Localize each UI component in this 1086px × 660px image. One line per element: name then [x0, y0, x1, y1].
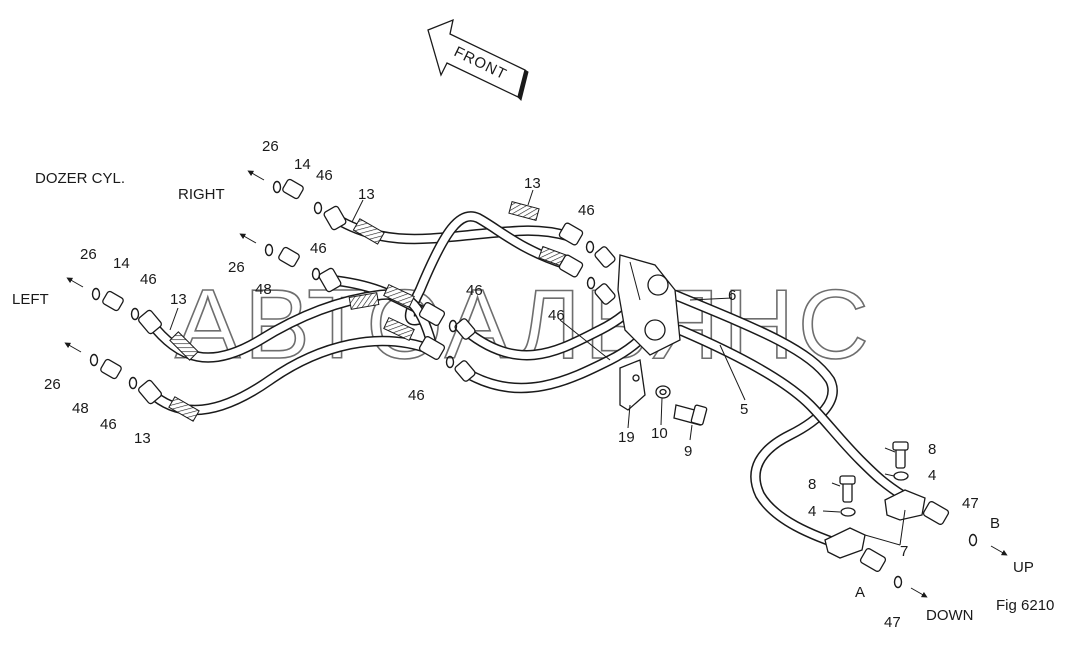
clamp-assembly	[619, 359, 708, 426]
callout-26: 26	[262, 138, 279, 155]
callout-46: 46	[578, 202, 595, 219]
callout-26: 26	[228, 259, 245, 276]
o-rings	[89, 180, 978, 589]
callout-8: 8	[808, 476, 816, 493]
down-label: DOWN	[926, 607, 974, 624]
callout-4: 4	[808, 503, 816, 520]
callout-4: 4	[928, 467, 936, 484]
callout-19: 19	[618, 429, 635, 446]
callout-47: 47	[962, 495, 979, 512]
hose-lines	[144, 211, 916, 554]
up-label: UP	[1013, 559, 1034, 576]
left-label: LEFT	[12, 291, 49, 308]
callout-6: 6	[728, 287, 736, 304]
right-label: RIGHT	[178, 186, 225, 203]
callout-13: 13	[170, 291, 187, 308]
adapter-fittings	[100, 178, 304, 380]
callout-8: 8	[928, 441, 936, 458]
labels: DOZER CYL. RIGHT LEFT A B UP DOWN Fig 62…	[12, 170, 1054, 624]
callout-7: 7	[900, 543, 908, 560]
callout-46: 46	[408, 387, 425, 404]
callout-46: 46	[140, 271, 157, 288]
callout-46: 46	[100, 416, 117, 433]
port-a-label: A	[855, 584, 865, 601]
dozer-cyl-label: DOZER CYL.	[35, 170, 125, 187]
leader-lines	[169, 189, 906, 546]
callout-46: 46	[548, 307, 565, 324]
callout-9: 9	[684, 443, 692, 460]
figure-label: Fig 6210	[996, 597, 1054, 614]
callout-5: 5	[740, 401, 748, 418]
distribution-block	[617, 254, 681, 356]
hose-braids	[168, 200, 570, 422]
callout-10: 10	[651, 425, 668, 442]
callout-numbers: 26 14 46 13 46 26 48 26 14 46 13 26 48 4…	[44, 138, 979, 631]
callout-46: 46	[316, 167, 333, 184]
callout-48: 48	[255, 281, 272, 298]
callout-46: 46	[310, 240, 327, 257]
callout-48: 48	[72, 400, 89, 417]
flow-arrows	[64, 170, 1008, 598]
port-b-label: B	[990, 515, 1000, 532]
callout-26: 26	[80, 246, 97, 263]
hose-end-fittings	[138, 205, 616, 405]
callout-13: 13	[524, 175, 541, 192]
callout-46: 46	[466, 282, 483, 299]
callout-13: 13	[134, 430, 151, 447]
bracket-clamps	[824, 441, 950, 572]
front-arrow: FRONT	[427, 18, 529, 101]
callout-14: 14	[294, 156, 311, 173]
callout-13: 13	[358, 186, 375, 203]
callout-26: 26	[44, 376, 61, 393]
callout-14: 14	[113, 255, 130, 272]
callout-47: 47	[884, 614, 901, 631]
